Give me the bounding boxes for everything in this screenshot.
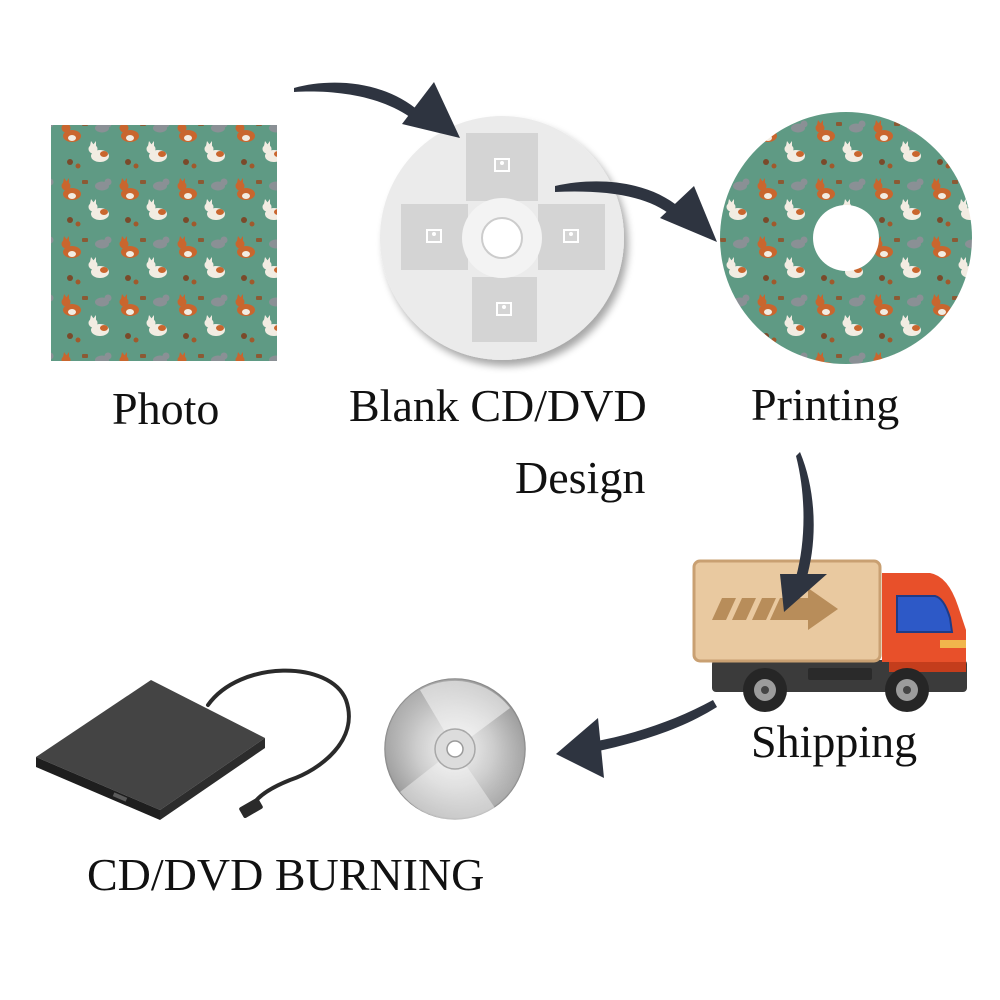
delivery-truck — [692, 559, 967, 712]
step-label-blank-design-line2: Design — [515, 452, 646, 503]
external-drive — [36, 668, 351, 820]
step-label-photo: Photo — [112, 383, 220, 434]
arrow-printing-to-shipping — [780, 452, 827, 612]
silver-disc — [384, 678, 526, 820]
step-label-blank-design-line1: Blank CD/DVD — [349, 380, 647, 431]
photo-thumbnail — [51, 125, 277, 361]
arrow-shipping-to-burning — [556, 700, 717, 778]
printed-disc — [720, 112, 972, 364]
step-label-shipping: Shipping — [751, 716, 918, 767]
step-label-printing: Printing — [751, 379, 900, 430]
blank-disc-hub — [462, 198, 542, 278]
step-label-burning: CD/DVD BURNING — [87, 849, 485, 900]
arrow-photo-to-design — [294, 82, 460, 138]
arrow-design-to-printing — [555, 181, 717, 242]
blank-disc-placeholders — [401, 133, 605, 342]
